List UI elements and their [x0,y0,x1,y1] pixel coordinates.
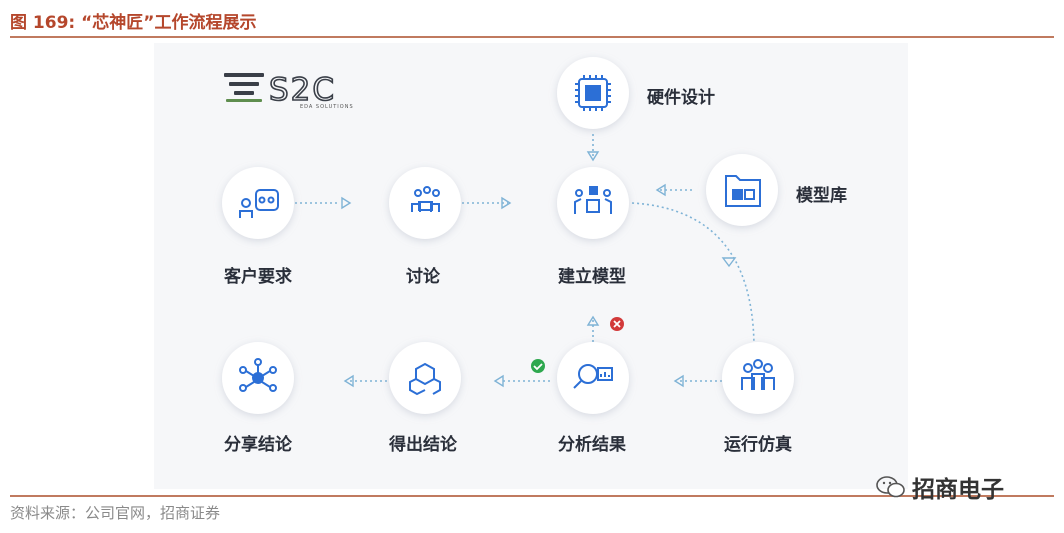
watermark-text: 招商电子 [912,477,1004,503]
logo-text: S2C [269,72,336,108]
meeting-icon [411,186,440,212]
label-model-library: 模型库 [796,186,847,206]
node-build-model [557,167,629,239]
magnifier-chart-icon [573,364,613,389]
label-run-simulation: 运行仿真 [724,435,792,455]
watermark: 招商电子 [876,470,1004,504]
label-analyze-results: 分析结果 [558,435,626,455]
arrow-build-to-simulation [631,202,755,346]
diagram-panel [154,43,908,489]
figure-title: 图 169: “芯神匠”工作流程展示 [10,13,257,33]
s2c-logo-icon [224,73,264,102]
logo-subtitle: EDA SOLUTIONS [300,104,354,110]
node-draw-conclusion [389,342,461,414]
source-note: 资料来源：公司官网，招商证券 [10,504,221,522]
arrowheads [341,151,737,388]
approve-badge-icon [531,359,545,373]
title-rule [10,36,1054,38]
cubes-icon [409,362,441,396]
reject-badge-icon [610,317,624,331]
node-circles [222,57,794,414]
wechat-icon [876,476,905,498]
network-share-icon [239,358,277,392]
node-run-simulation [722,342,794,414]
label-draw-conclusion: 得出结论 [389,435,457,455]
chip-icon [575,75,611,111]
person-screen-icon [239,189,279,218]
folder-cubes-icon [725,175,761,207]
node-analyze-results [557,342,629,414]
label-build-model: 建立模型 [558,267,626,287]
source-rule [10,495,1054,497]
label-hardware-design: 硬件设计 [647,88,715,108]
label-customer-requirements: 客户要求 [224,267,292,287]
label-discussion: 讨论 [406,267,440,287]
connectors [290,134,755,382]
node-customer-requirements [222,167,294,239]
team-build-icon [574,186,612,214]
label-share-conclusion: 分享结论 [224,435,292,455]
people-group-icon [741,359,775,390]
